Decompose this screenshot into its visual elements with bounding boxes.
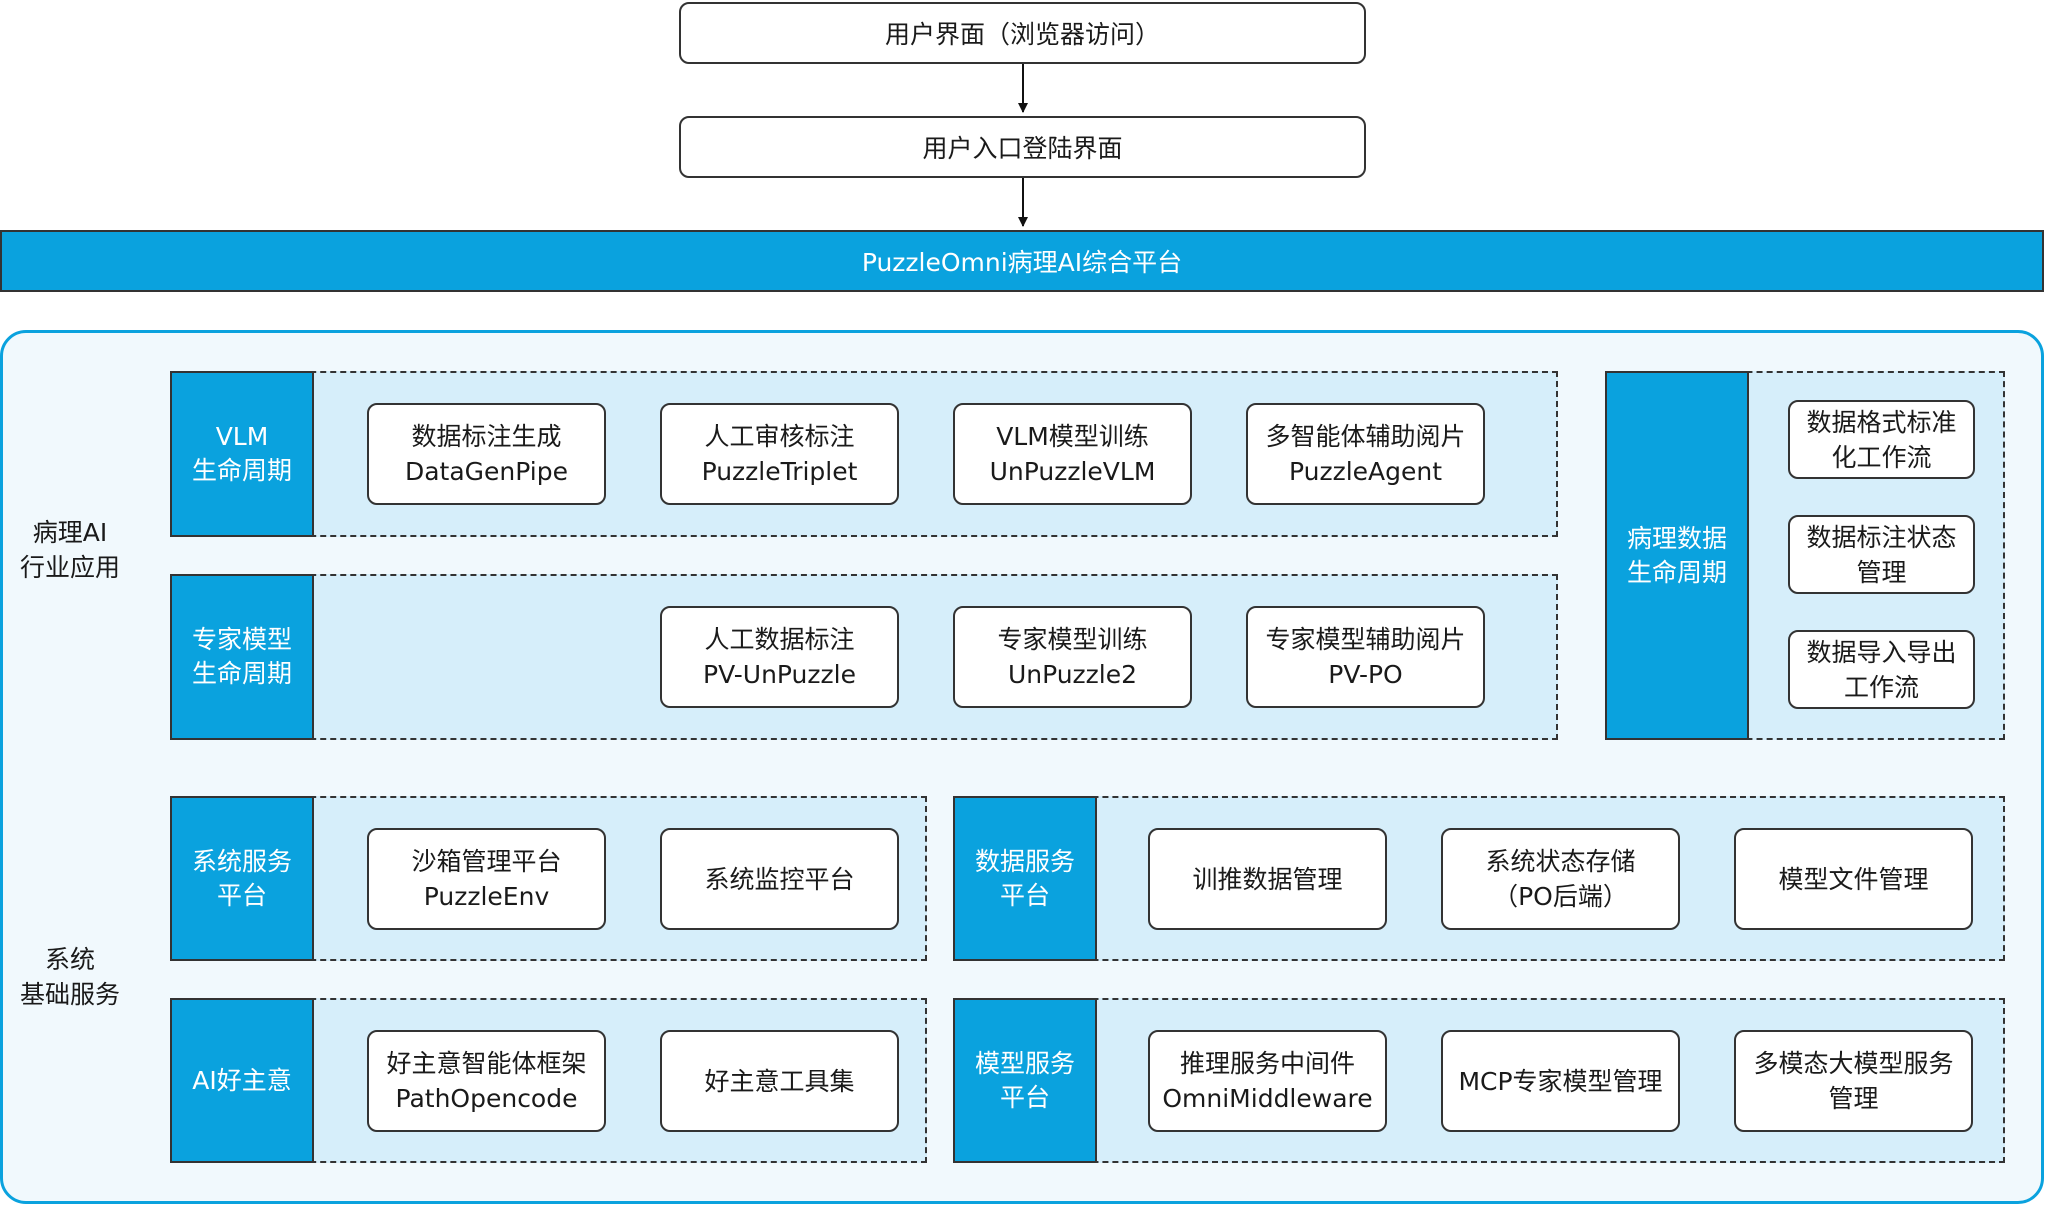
node-line: 工作流 [1843,672,1919,702]
node-line: 模型文件管理 [1778,864,1929,894]
node-line: 数据标注生成 [411,422,562,451]
industry-label-line: 行业应用 [19,553,120,582]
browser-interface-label: 用户界面（浏览器访问） [884,20,1160,49]
expert-node-annotation: 人工数据标注 PV-UnPuzzle [660,606,899,708]
node-line: 多智能体辅助阅片 [1265,422,1466,451]
login-interface-box: 用户入口登陆界面 [679,116,1366,178]
modelservice-tag-line: 平台 [999,1082,1050,1112]
platform-title: PuzzleOmni病理AI综合平台 [861,248,1183,277]
node-line: 沙箱管理平台 [411,847,562,876]
node-line: PathOpencode [395,1084,578,1113]
node-line: PuzzleEnv [423,882,550,911]
pathdata-tag-line: 生命周期 [1626,557,1727,587]
node-line: 推理服务中间件 [1179,1049,1355,1078]
node-line: 数据标注状态 [1806,522,1957,552]
node-line: 多模态大模型服务 [1753,1049,1954,1078]
vlm-node-agent: 多智能体辅助阅片 PuzzleAgent [1246,403,1485,505]
node-line: 系统监控平台 [704,864,855,894]
node-line: MCP专家模型管理 [1458,1066,1663,1096]
modelservice-node-mcp: MCP专家模型管理 [1441,1030,1680,1132]
node-line: 数据格式标准 [1806,407,1957,437]
node-line: 系统状态存储 [1485,847,1636,876]
node-line: PV-PO [1328,660,1403,689]
node-line: 管理 [1856,557,1907,587]
dataservice-tag: 数据服务 平台 [953,796,1097,961]
base-label-line: 系统 [44,945,95,974]
modelservice-tag: 模型服务 平台 [953,998,1097,1163]
expert-node-reading: 专家模型辅助阅片 PV-PO [1246,606,1485,708]
pathdata-node-format: 数据格式标准 化工作流 [1788,400,1975,479]
expert-node-training: 专家模型训练 UnPuzzle2 [953,606,1192,708]
node-line: 好主意工具集 [704,1066,855,1096]
vlm-node-datagen: 数据标注生成 DataGenPipe [367,403,606,505]
sysservice-tag-line: 平台 [216,880,267,910]
modelservice-tag-line: 模型服务 [974,1048,1075,1078]
pathdata-tag: 病理数据 生命周期 [1605,371,1749,740]
node-line: （PO后端） [1493,882,1628,911]
dataservice-node-state-storage: 系统状态存储 （PO后端） [1441,828,1680,930]
dataservice-node-model-files: 模型文件管理 [1734,828,1973,930]
login-interface-label: 用户入口登陆界面 [922,134,1123,163]
sysservice-tag-line: 系统服务 [191,846,292,876]
node-line: 专家模型训练 [997,625,1148,654]
node-line: DataGenPipe [404,457,568,486]
industry-section-label: 病理AI 行业应用 [0,515,140,585]
vlm-tag-line: 生命周期 [191,456,292,485]
dataservice-tag-line: 数据服务 [974,846,1075,876]
node-line: 管理 [1828,1084,1879,1113]
node-line: 数据导入导出 [1806,637,1957,667]
industry-label-line: 病理AI [32,518,108,547]
dataservice-node-training-data: 训推数据管理 [1148,828,1387,930]
aigood-tag: AI好主意 [170,998,314,1163]
node-line: PV-UnPuzzle [703,660,856,689]
node-line: VLM模型训练 [996,422,1149,451]
aigood-tag-line: AI好主意 [192,1065,292,1095]
aigood-node-agent-framework: 好主意智能体框架 PathOpencode [367,1030,606,1132]
node-line: UnPuzzle2 [1007,660,1138,689]
sysservice-node-sandbox: 沙箱管理平台 PuzzleEnv [367,828,606,930]
node-line: 人工数据标注 [704,625,855,654]
modelservice-node-multimodal: 多模态大模型服务 管理 [1734,1030,1973,1132]
node-line: PuzzleTriplet [701,457,858,486]
node-line: 化工作流 [1831,442,1932,472]
expert-tag-line: 生命周期 [191,659,292,688]
aigood-node-toolkit: 好主意工具集 [660,1030,899,1132]
base-label-line: 基础服务 [19,980,120,1009]
vlm-node-training: VLM模型训练 UnPuzzleVLM [953,403,1192,505]
pathdata-node-io: 数据导入导出 工作流 [1788,630,1975,709]
dataservice-tag-line: 平台 [999,880,1050,910]
node-line: 好主意智能体框架 [386,1049,587,1078]
node-line: UnPuzzleVLM [989,457,1156,486]
pathdata-tag-line: 病理数据 [1626,523,1727,553]
vlm-tag: VLM 生命周期 [170,371,314,537]
sysservice-node-monitor: 系统监控平台 [660,828,899,930]
node-line: 专家模型辅助阅片 [1265,625,1466,654]
modelservice-node-middleware: 推理服务中间件 OmniMiddleware [1148,1030,1387,1132]
sysservice-tag: 系统服务 平台 [170,796,314,961]
node-line: 训推数据管理 [1192,864,1343,894]
expert-tag-line: 专家模型 [191,625,292,654]
node-line: PuzzleAgent [1288,457,1443,486]
node-line: OmniMiddleware [1162,1084,1373,1113]
base-section-label: 系统 基础服务 [0,942,140,1012]
browser-interface-box: 用户界面（浏览器访问） [679,2,1366,64]
expert-tag: 专家模型 生命周期 [170,574,314,740]
pathdata-node-status: 数据标注状态 管理 [1788,515,1975,594]
vlm-node-review: 人工审核标注 PuzzleTriplet [660,403,899,505]
node-line: 人工审核标注 [704,422,855,451]
vlm-tag-line: VLM [215,422,269,451]
platform-banner: PuzzleOmni病理AI综合平台 [0,230,2044,292]
